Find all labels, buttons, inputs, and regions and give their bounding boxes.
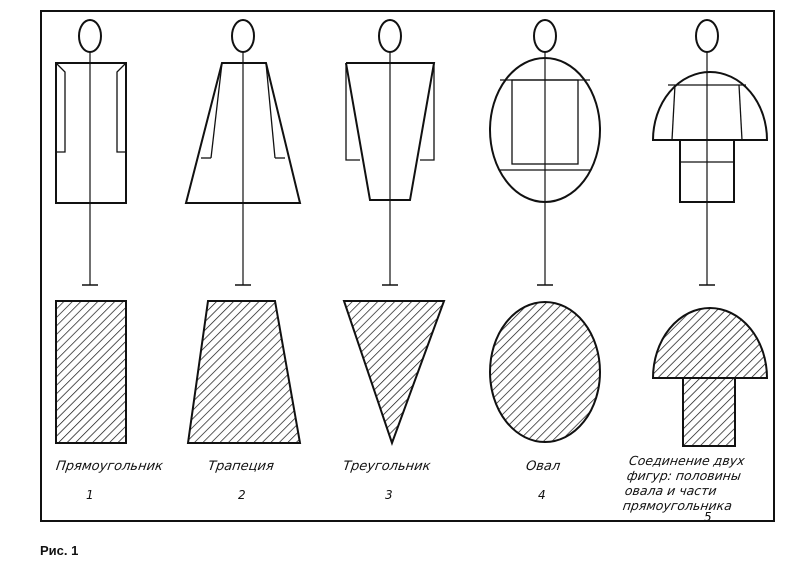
shape-rectangle xyxy=(55,300,127,444)
label-combination: Соединение двух фигур: половины овала и … xyxy=(622,453,780,513)
shape-rectangle-part xyxy=(682,377,736,447)
shape-triangle xyxy=(342,300,446,447)
number-5: 5 xyxy=(704,510,712,524)
figure-5-silhouette xyxy=(651,19,769,286)
shape-trapezoid xyxy=(186,300,302,444)
label-oval: Овал xyxy=(524,459,562,474)
label-combination-line-2: фигур: половины xyxy=(626,468,742,483)
label-rectangle: Прямоугольник xyxy=(54,459,164,474)
number-3: 3 xyxy=(385,488,393,502)
figure-2-silhouette xyxy=(184,19,302,286)
number-2: 2 xyxy=(238,488,246,502)
label-combination-line-4: прямоугольника xyxy=(621,498,734,513)
label-trapezoid: Трапеция xyxy=(206,459,275,474)
label-triangle: Треугольник xyxy=(341,459,432,474)
label-combination-line-3: овала и части xyxy=(623,483,718,498)
label-combination-line-1: Соединение двух xyxy=(628,453,746,468)
shape-oval xyxy=(489,301,601,443)
figure-1-silhouette xyxy=(55,19,127,286)
number-1: 1 xyxy=(86,488,94,502)
shape-half-oval xyxy=(651,307,769,379)
number-4: 4 xyxy=(538,488,546,502)
figure-4-silhouette xyxy=(489,19,601,286)
figure-caption: Рис. 1 xyxy=(40,543,79,558)
figure-frame xyxy=(40,10,775,522)
figure-3-silhouette xyxy=(345,19,436,286)
